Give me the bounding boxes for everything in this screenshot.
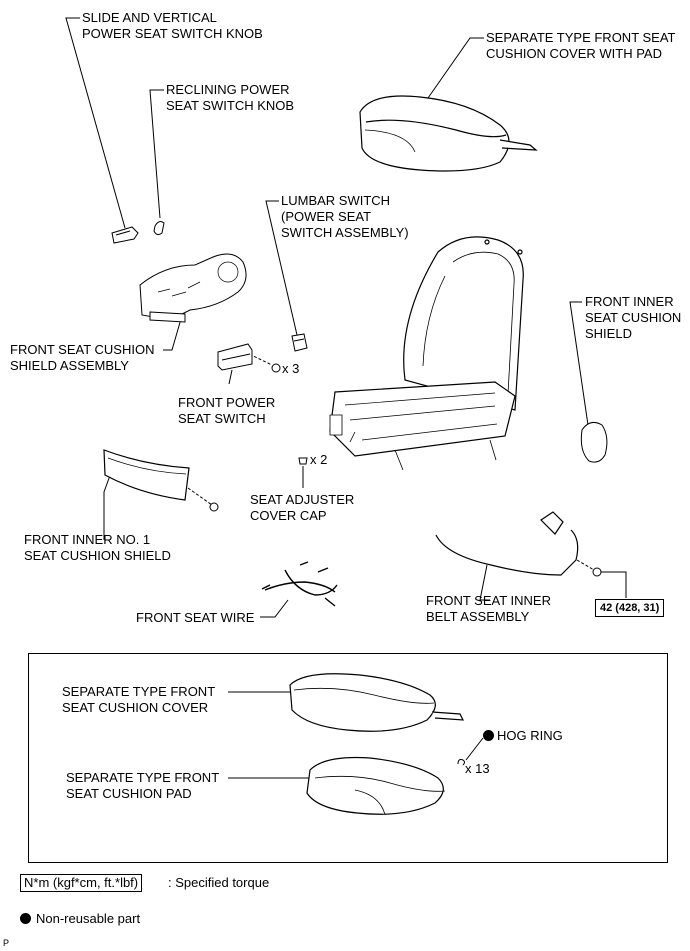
screw-a (271, 363, 281, 373)
inner-no1-shield-part (103, 449, 190, 501)
nonreusable-dot (483, 730, 494, 741)
screw-b (209, 502, 219, 512)
adjuster-cap-part (298, 457, 308, 465)
nut (592, 567, 602, 577)
seat-assembly-part (329, 236, 524, 471)
slide-knob-part (111, 226, 139, 244)
legend-dot (20, 913, 31, 924)
label-hog-ring: HOG RING (497, 728, 563, 743)
label-slide-knob: SLIDE AND VERTICAL POWER SEAT SWITCH KNO… (82, 10, 263, 41)
leader-belt (479, 564, 490, 601)
label-inner-belt: FRONT SEAT INNER BELT ASSEMBLY (426, 593, 551, 624)
label-cushion-cover-pad: SEPARATE TYPE FRONT SEAT CUSHION COVER W… (486, 30, 676, 61)
label-lumbar-switch: LUMBAR SWITCH (POWER SEAT SWITCH ASSEMBL… (281, 193, 409, 240)
leader-slide-knob (65, 17, 126, 229)
inner-belt-part (435, 511, 579, 576)
label-cushion-shield-assy: FRONT SEAT CUSHION SHIELD ASSEMBLY (10, 342, 155, 373)
leader-power-switch (228, 369, 233, 385)
power-switch-part (217, 343, 253, 371)
leader-lumbar (265, 200, 298, 336)
inset-box (28, 653, 668, 863)
label-inset-pad: SEPARATE TYPE FRONT SEAT CUSHION PAD (66, 770, 220, 801)
torque-value: 42 (428, 31) (595, 599, 665, 617)
inset-pad-part (306, 756, 446, 816)
legend-nonreusable: Non-reusable part (36, 911, 141, 926)
leader-cushion-cover-pad (427, 37, 484, 99)
leader-torque (598, 571, 627, 598)
qty-caps: x 2 (310, 452, 328, 467)
legend-torque-desc: : Specified torque (168, 875, 270, 890)
label-power-seat-switch: FRONT POWER SEAT SWITCH (178, 395, 276, 426)
legend-torque-unit: N*m (kgf*cm, ft.*lbf) (20, 874, 143, 892)
cushion-shield-assy-part (139, 253, 247, 323)
label-inner-no1-shield: FRONT INNER NO. 1 SEAT CUSHION SHIELD (24, 532, 171, 563)
label-inset-cover: SEPARATE TYPE FRONT SEAT CUSHION COVER (62, 684, 216, 715)
leader-seat-wire (260, 599, 289, 618)
lumbar-switch-part (291, 333, 308, 352)
seat-wire-part (261, 561, 338, 607)
hog-ring-part (457, 759, 465, 766)
leader-recline-knob (149, 89, 164, 219)
recline-knob-part (153, 221, 165, 236)
label-recline-knob: RECLINING POWER SEAT SWITCH KNOB (166, 82, 295, 113)
label-adjuster-cap: SEAT ADJUSTER COVER CAP (250, 492, 355, 523)
qty-hog-rings: x 13 (465, 761, 490, 776)
inset-cover-part (289, 673, 465, 732)
label-seat-wire: FRONT SEAT WIRE (136, 610, 255, 625)
qty-screws: x 3 (282, 361, 300, 376)
inner-shield-part (580, 421, 608, 463)
leader-inner-shield (569, 301, 589, 426)
footer-code: P (3, 938, 10, 948)
leader-inner-no1 (103, 469, 113, 540)
cushion-cover-pad-part (359, 95, 538, 172)
label-inner-shield: FRONT INNER SEAT CUSHION SHIELD (585, 294, 682, 341)
